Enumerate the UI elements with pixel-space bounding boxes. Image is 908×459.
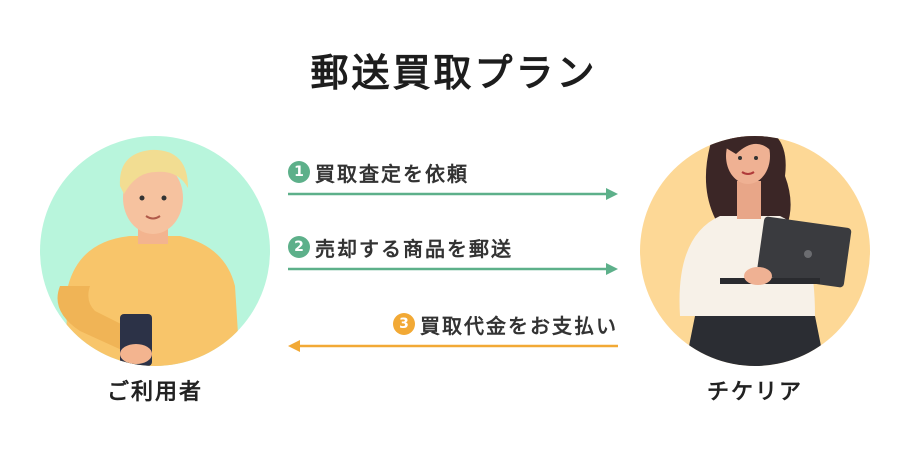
step-3: 3 買取代金をお支払い <box>288 310 618 360</box>
step-2-arrow-right-icon <box>288 263 618 275</box>
user-illustration <box>40 136 270 366</box>
step-1: 1 買取査定を依頼 <box>288 158 618 208</box>
staff-illustration <box>640 136 870 366</box>
step-3-text-row: 3 買取代金をお支払い <box>393 310 618 338</box>
page-title: 郵送買取プラン <box>310 51 598 95</box>
step-1-arrow-right-icon <box>288 188 618 200</box>
step-2: 2 売却する商品を郵送 <box>288 233 618 283</box>
step-2-label: 売却する商品を郵送 <box>315 236 513 261</box>
step-3-label: 買取代金をお支払い <box>420 313 618 338</box>
step-2-number: 2 <box>288 236 310 258</box>
step-3-number: 3 <box>393 313 415 335</box>
step-2-text-row: 2 売却する商品を郵送 <box>288 233 513 261</box>
user-label: ご利用者 <box>106 380 203 405</box>
step-1-text-row: 1 買取査定を依頼 <box>288 158 469 186</box>
step-1-label: 買取査定を依頼 <box>315 161 469 186</box>
step-3-arrow-left-icon <box>288 340 618 352</box>
step-1-number: 1 <box>288 161 310 183</box>
staff-label: チケリア <box>706 380 803 405</box>
